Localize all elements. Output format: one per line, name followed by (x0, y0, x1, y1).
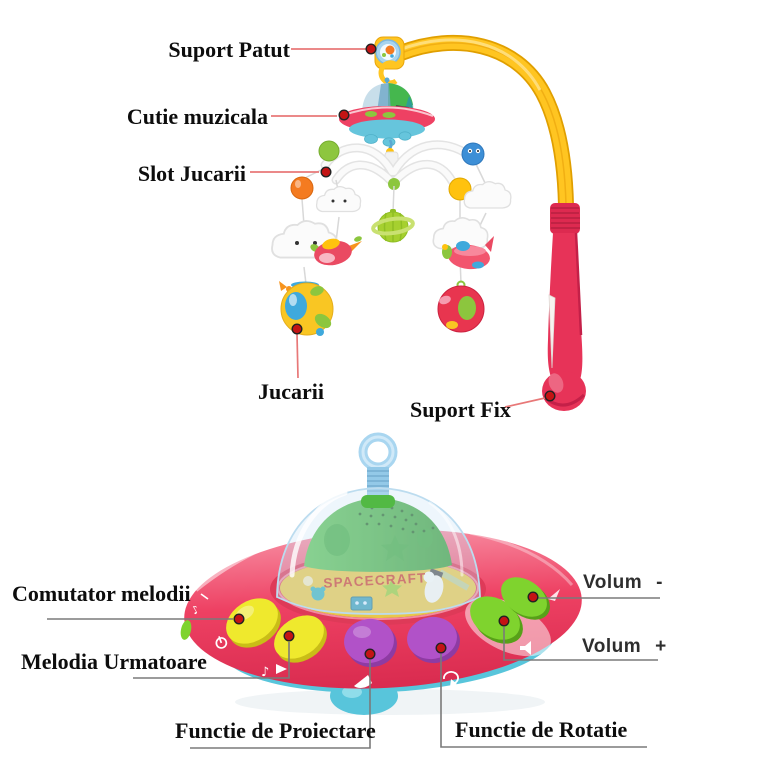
side-button (180, 620, 192, 640)
scene-drawings (303, 568, 470, 611)
saucer-icons: ♪ ♪ (189, 589, 560, 688)
volume-up-button (470, 596, 523, 644)
handle-lever (548, 294, 556, 369)
dot-cutie-muzicala (338, 109, 350, 121)
mobile-arm (393, 35, 574, 213)
label-cutie-muzicala: Cutie muzicala (126, 104, 268, 129)
leader-lines (47, 48, 660, 749)
label-suport-patut: Suport Patut (168, 37, 290, 62)
spacecraft-toy: SPACECRAFT (180, 432, 582, 715)
label-melodia-urmatoare: Melodia Urmatoare (21, 649, 207, 674)
dot-jucarii (291, 323, 303, 335)
plane-toy (442, 236, 494, 270)
label-slot-jucarii: Slot Jucarii (137, 161, 246, 186)
saturn-ball-toy (371, 209, 415, 243)
balloon-orange (290, 176, 314, 200)
dot-comutator-melodii (233, 613, 245, 625)
dot-functie-proiectare (364, 648, 376, 660)
music-box (339, 77, 435, 156)
next-arrow-icon (276, 664, 287, 674)
rotation-icon (443, 671, 459, 687)
label-functie-rotatie: Functie de Rotatie (455, 717, 628, 742)
volum-text: Volum (583, 572, 643, 593)
scene-robot (350, 596, 373, 611)
dot-suport-fix (544, 390, 556, 402)
next-melody-icon: ♪ (261, 665, 269, 680)
dot-volum-minus (527, 591, 539, 603)
projection-icon (354, 675, 372, 688)
scene-bear (311, 587, 325, 601)
label-comutator-melodii: Comutator melodii (12, 581, 191, 606)
helicopter-toy-left (279, 281, 334, 336)
balloon-blue (461, 142, 485, 166)
helicopter-toy-right (437, 280, 485, 333)
dot-volum-plus (498, 615, 510, 627)
fixing-handle (542, 203, 586, 411)
plus-sign: + (655, 636, 667, 657)
bird-toy (310, 236, 362, 266)
label-volum-plus: Volum + (582, 637, 667, 656)
minus-sign: - (656, 572, 663, 593)
dot-functie-rotatie (435, 642, 447, 654)
label-suport-fix: Suport Fix (410, 397, 511, 422)
cloud-toys (271, 180, 512, 259)
marker-dots (233, 43, 556, 660)
projection-button (344, 618, 397, 668)
melody-switch-button (226, 598, 281, 648)
dot-slot-jucarii (320, 166, 332, 178)
dome-collar (361, 495, 395, 508)
speaker-icon (520, 641, 531, 655)
scene-star (382, 578, 402, 597)
label-functie-proiectare: Functie de Proiectare (175, 718, 376, 743)
volum-text: Volum (582, 636, 642, 657)
volume-down-button (501, 577, 550, 620)
spacecraft-logo: SPACECRAFT (323, 570, 427, 590)
balloon-toys (290, 140, 485, 201)
dot-suport-patut (365, 43, 377, 55)
crib-hanger (374, 36, 405, 94)
dot-melodia-urmatoare (283, 630, 295, 642)
power-icon (215, 636, 228, 649)
ring-stem (367, 467, 389, 497)
hanger-clip (378, 60, 398, 86)
label-jucarii: Jucarii (258, 379, 324, 404)
label-volum-minus: Volum- (583, 573, 663, 592)
balloon-green (318, 140, 340, 162)
